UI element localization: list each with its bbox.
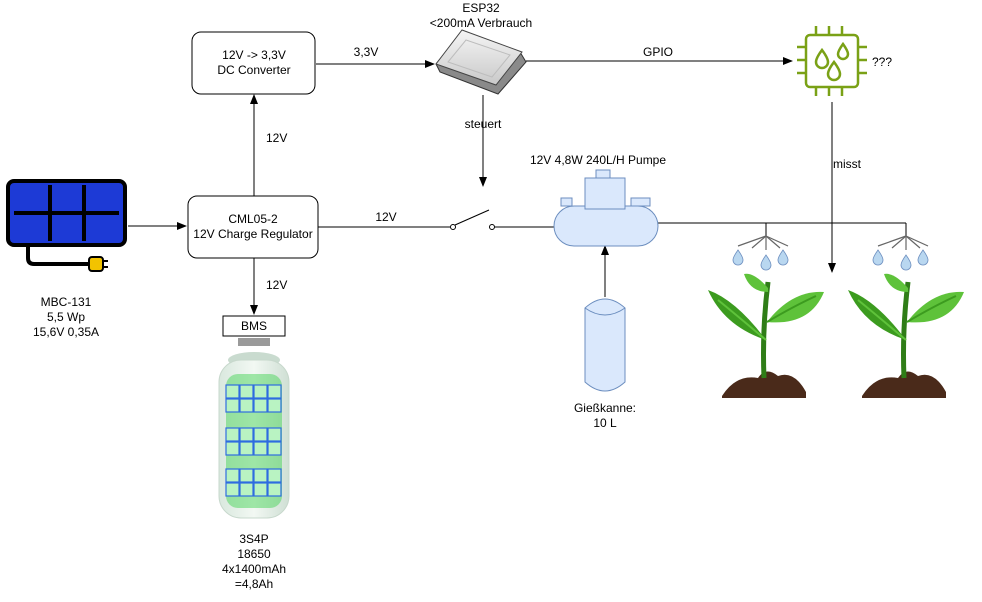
- edges: [128, 57, 907, 315]
- plant-icon: [848, 273, 964, 398]
- battery-node[interactable]: 3S4P 18650 4x1400mAh =4,8Ah: [218, 338, 290, 591]
- battery-line1: 3S4P: [239, 532, 268, 546]
- esp32-line2: <200mA Verbrauch: [430, 16, 532, 30]
- solar-panel-icon: [6, 179, 127, 272]
- moisture-sensor-node[interactable]: ???: [797, 26, 892, 96]
- battery-pack-icon: [218, 338, 290, 519]
- edge-label-regulator-to-converter: 12V: [266, 131, 287, 145]
- solar-panel-line2: 5,5 Wp: [47, 310, 85, 324]
- edge-label-regulator-to-switch: 12V: [375, 210, 396, 224]
- edge-label-esp32-to-sensor: GPIO: [643, 45, 673, 59]
- sprinkler-icon: [872, 235, 929, 271]
- charge-regulator-line1: CML05-2: [228, 212, 278, 226]
- esp32-board-icon: [435, 29, 527, 95]
- pump-icon: [553, 169, 659, 247]
- battery-line2: 18650: [237, 547, 271, 561]
- watering-can-icon: [584, 298, 626, 392]
- bms-node[interactable]: BMS: [222, 315, 286, 337]
- edge-labels: 12V 3,3V GPIO steuert 12V 12V misst: [266, 45, 862, 292]
- watering-can-line2: 10 L: [593, 416, 617, 430]
- battery-line4: =4,8Ah: [235, 577, 273, 591]
- esp32-line1: ESP32: [462, 1, 500, 15]
- dc-converter-line1: 12V -> 3,3V: [222, 48, 286, 62]
- dc-converter-node[interactable]: 12V -> 3,3V DC Converter: [191, 31, 316, 95]
- sprinkler-icon: [732, 235, 789, 271]
- solar-panel-node[interactable]: MBC-131 5,5 Wp 15,6V 0,35A: [6, 179, 127, 339]
- moisture-sensor-label: ???: [872, 55, 892, 69]
- moisture-sensor-chip-icon: [797, 26, 867, 96]
- solar-panel-line3: 15,6V 0,35A: [33, 325, 99, 339]
- pump-node[interactable]: 12V 4,8W 240L/H Pumpe: [530, 153, 666, 247]
- watering-can-line1: Gießkanne:: [574, 401, 636, 415]
- dc-converter-line2: DC Converter: [217, 63, 290, 77]
- edge-label-esp32-to-switch: steuert: [465, 117, 502, 131]
- switch-icon[interactable]: [450, 209, 495, 230]
- battery-line3: 4x1400mAh: [222, 562, 286, 576]
- plant-icon: [708, 273, 824, 398]
- pump-label: 12V 4,8W 240L/H Pumpe: [530, 153, 666, 167]
- charge-regulator-node[interactable]: CML05-2 12V Charge Regulator: [187, 195, 319, 259]
- edge-label-converter-to-esp32: 3,3V: [354, 45, 379, 59]
- charge-regulator-line2: 12V Charge Regulator: [193, 227, 312, 241]
- edge-label-regulator-to-battery: 12V: [266, 278, 287, 292]
- bms-label: BMS: [241, 319, 267, 333]
- edge-label-sensor-to-plant: misst: [833, 157, 862, 171]
- esp32-node[interactable]: ESP32 <200mA Verbrauch: [430, 1, 532, 95]
- watering-can-node[interactable]: Gießkanne: 10 L: [574, 298, 636, 430]
- solar-panel-line1: MBC-131: [41, 295, 92, 309]
